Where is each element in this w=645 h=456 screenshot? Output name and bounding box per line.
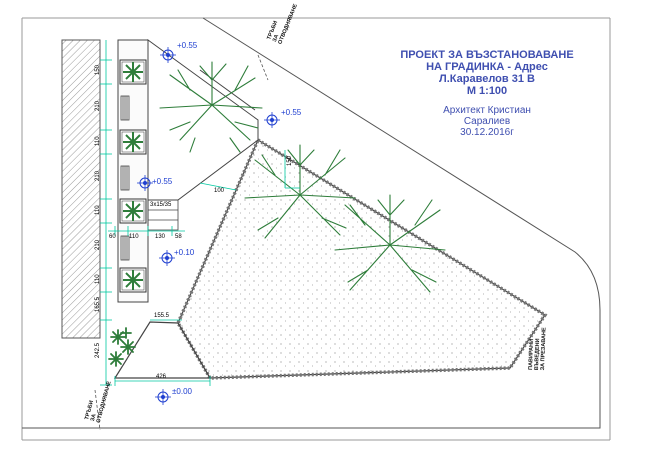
svg-text:ТРЪБИ: ТРЪБИ	[84, 400, 95, 421]
svg-text:ЗА ПРЕЗАВАНЕ: ЗА ПРЕЗАВАНЕ	[540, 327, 548, 370]
drain-note-top: ТРЪБИ ЗА ОТВОДНЯВАНЕ	[266, 3, 299, 45]
elevation-label: +0.10	[174, 248, 195, 257]
retaining-wall	[61, 39, 101, 339]
dimension-label: 210	[95, 239, 101, 250]
steps	[147, 199, 179, 231]
svg-text:ОТВОДНЯВАНЕ: ОТВОДНЯВАНЕ	[96, 380, 113, 423]
stone-border	[176, 137, 548, 380]
author-name: Архитект Кристиан	[443, 105, 531, 116]
upper-terrace	[147, 39, 259, 201]
svg-text:ВЪВЕДЕНИ: ВЪВЕДЕНИ	[534, 338, 541, 370]
elevation-label: ±0.00	[172, 387, 193, 396]
planter-box	[119, 129, 147, 155]
project-subtitle: НА ГРАДИНКА - Адрес	[426, 61, 548, 73]
bench	[120, 235, 130, 261]
tree	[334, 194, 446, 293]
tree	[244, 144, 356, 239]
title-block: ПРОЕКТ ЗА ВЪЗСТАНОВАВАНЕ НА ГРАДИНКА - А…	[400, 49, 573, 138]
bench	[120, 165, 130, 191]
tree	[159, 61, 263, 153]
project-scale: М 1:100	[467, 85, 507, 97]
dimension-label: 165.5	[95, 296, 101, 312]
planter-boxes	[119, 59, 147, 293]
elevation-label: +0.55	[281, 108, 302, 117]
entrance-triangle	[113, 321, 212, 379]
elevation-marker-icon	[263, 111, 281, 129]
dimension-label: 242.5	[95, 342, 101, 358]
benches	[120, 95, 130, 261]
project-address: Л.Каравелов 31 В	[439, 73, 535, 85]
site-boundary	[22, 17, 601, 429]
project-date: 30.12.2016г	[460, 127, 514, 138]
garden-bed	[177, 139, 546, 379]
drain-note-bottom: ТРЪБИ ЗА ОТВОДНЯВАНЕ	[84, 380, 113, 423]
dimension-label: 58	[175, 234, 182, 240]
svg-text:ЗА: ЗА	[272, 34, 280, 43]
elevation-label: +0.55	[152, 177, 173, 186]
elevation-marker-icon	[154, 388, 172, 406]
dimension-label: 150	[287, 155, 293, 166]
dimension-label: 100	[214, 188, 225, 194]
row-dimensions: 60 110 130 58	[109, 234, 182, 240]
sheet-frame	[21, 17, 611, 441]
dimension-label: 110	[95, 205, 101, 215]
dimension-label: 210	[95, 170, 101, 181]
planter-box	[119, 267, 147, 293]
author-surname: Саралиев	[464, 116, 510, 127]
elevation-marker-icon	[159, 46, 177, 64]
dimension-lines	[100, 40, 300, 386]
svg-text:ПАВИРАНИ: ПАВИРАНИ	[528, 339, 535, 370]
dimension-label: 155.5	[154, 313, 170, 319]
planter-box	[119, 198, 147, 224]
shrub-cluster	[108, 327, 136, 367]
svg-text:ОТВОДНЯВАНЕ: ОТВОДНЯВАНЕ	[277, 3, 299, 45]
svg-text:ЗА: ЗА	[90, 413, 98, 422]
pavement-note: ПАВИРАНИ ВЪВЕДЕНИ ЗА ПРЕЗАВАНЕ	[528, 327, 548, 370]
step-dimension-label: 3x15/35	[150, 202, 172, 208]
bench	[120, 95, 130, 121]
elevation-marker-icon	[158, 249, 176, 267]
dimension-label: 130	[155, 234, 166, 240]
dimension-label: 60	[109, 234, 116, 240]
planter-box	[119, 59, 147, 85]
dimension-label: 426	[156, 374, 167, 380]
dimension-label: 110	[95, 274, 101, 284]
dimension-label: 150	[95, 64, 101, 75]
column-dimensions: 150 210 110 210 110 210 110 165.5 242.5	[95, 64, 101, 358]
dimension-label: 210	[95, 100, 101, 111]
drain-arrows	[94, 54, 269, 431]
project-title: ПРОЕКТ ЗА ВЪЗСТАНОВАВАНЕ	[400, 49, 573, 61]
elevation-label: +0.55	[177, 41, 198, 50]
dimension-label: 110	[95, 136, 101, 146]
dimension-label: 110	[129, 234, 139, 240]
